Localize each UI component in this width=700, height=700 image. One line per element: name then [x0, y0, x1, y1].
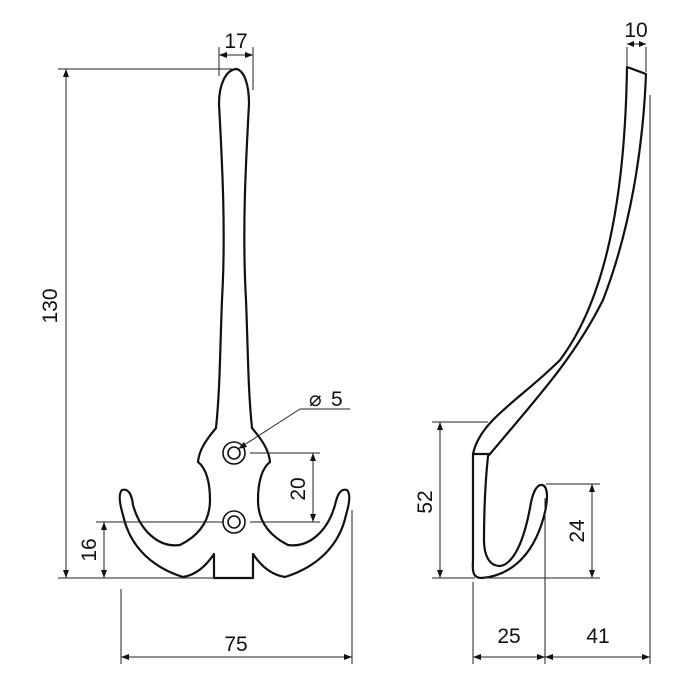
dimension-25: 25 — [497, 625, 520, 648]
arrow-130-bottom — [63, 570, 69, 578]
dimension-24: 24 — [566, 519, 589, 543]
arrow-52-bottom — [437, 570, 443, 578]
arrow-75-left — [121, 654, 129, 660]
arrow-10-right — [639, 41, 646, 47]
dimension-10: 10 — [624, 19, 647, 42]
arrow-25-right — [537, 654, 545, 660]
arrow-17-right — [245, 52, 253, 58]
side-hook-outline — [471, 65, 648, 580]
dimension-130: 130 — [39, 288, 62, 323]
arrow-16-top — [101, 522, 107, 530]
arrow-130-top — [63, 69, 69, 77]
dimension-52: 52 — [414, 490, 437, 513]
diameter-symbol: ⌀ — [309, 388, 322, 411]
front-view: 17 130 ⌀ 5 20 16 75 — [39, 30, 353, 664]
arrow-16-bottom — [101, 570, 107, 578]
leader-diameter — [237, 408, 301, 450]
arrow-17-left — [219, 52, 227, 58]
arrow-25-left — [473, 654, 481, 660]
arrow-41-left — [545, 654, 553, 660]
arrow-20-top — [310, 453, 316, 461]
dimension-16: 16 — [78, 538, 101, 561]
dimension-17: 17 — [224, 30, 247, 53]
arrow-41-right — [642, 654, 650, 660]
arrow-24-top — [589, 484, 595, 492]
lower-mounting-hole — [222, 510, 246, 534]
dimension-20: 20 — [287, 477, 310, 500]
arrow-diameter — [238, 442, 247, 449]
arrow-24-bottom — [589, 570, 595, 578]
arrow-20-bottom — [310, 514, 316, 522]
upper-mounting-hole — [222, 441, 246, 465]
dimension-75: 75 — [224, 633, 247, 656]
lower-mounting-hole-inner — [227, 515, 241, 529]
arrow-10-left — [627, 41, 634, 47]
side-view: 10 52 24 25 41 — [414, 19, 651, 664]
dimension-41: 41 — [586, 625, 609, 648]
arrow-75-right — [344, 654, 352, 660]
front-hook-outline — [118, 67, 351, 580]
dimension-diameter-5: 5 — [331, 388, 343, 411]
upper-mounting-hole-inner — [227, 446, 241, 460]
arrow-52-top — [437, 422, 443, 430]
